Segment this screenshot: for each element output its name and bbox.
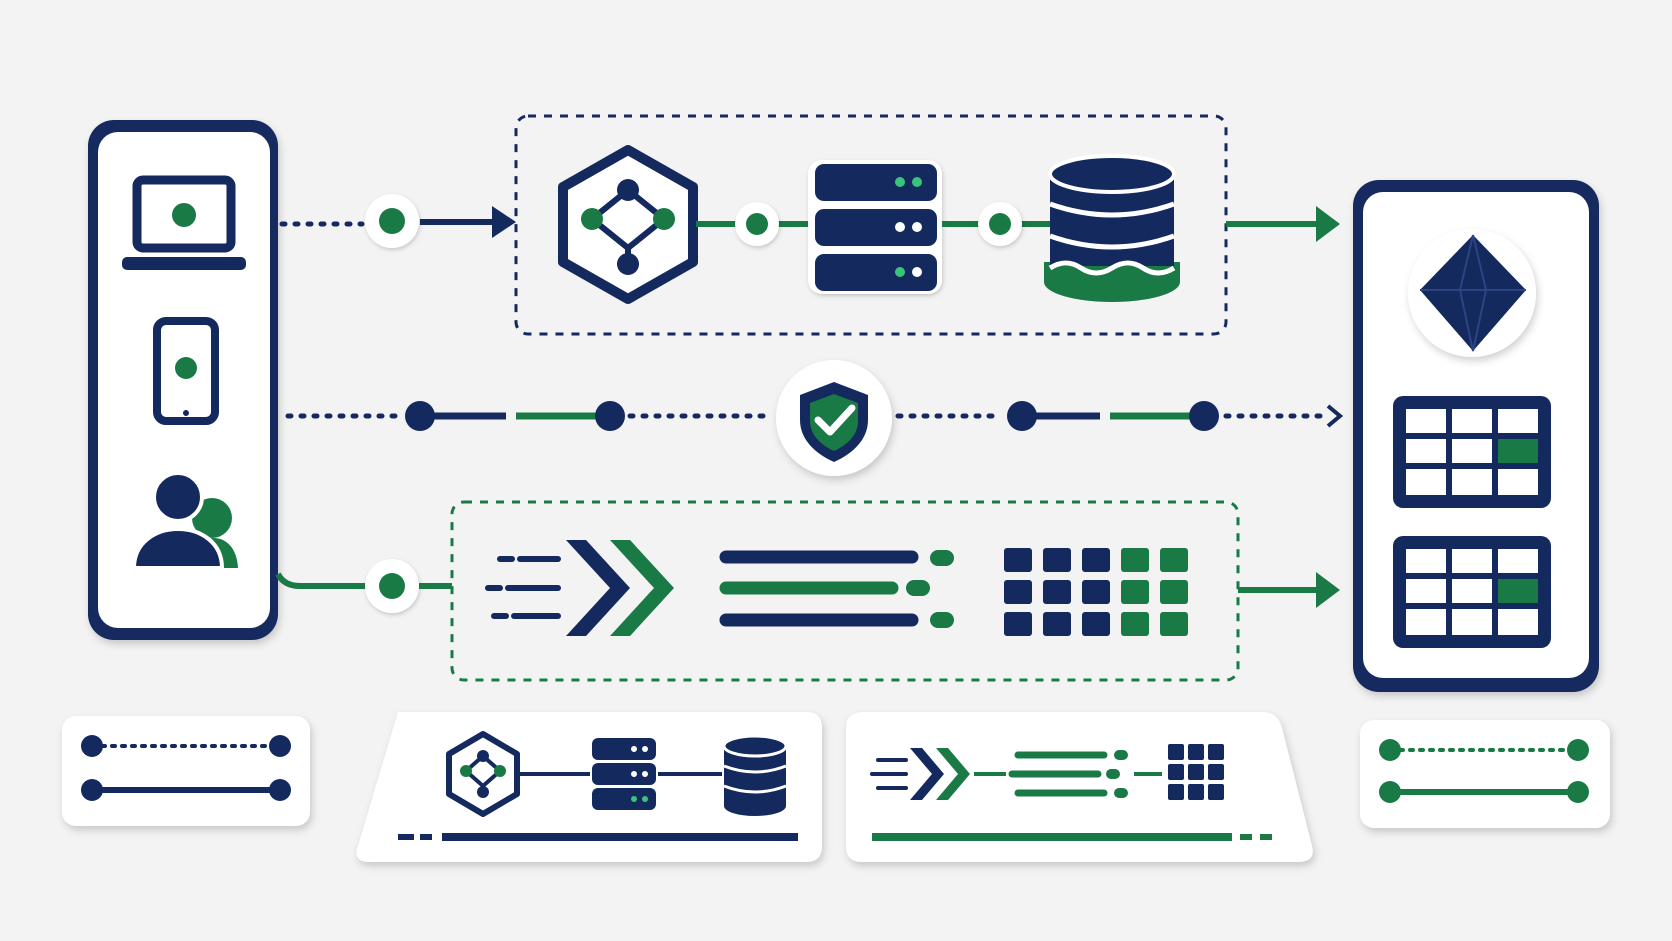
batch-summary-legend: [356, 712, 822, 862]
batch-flow: [279, 114, 1340, 336]
table-grid-icon: [1393, 396, 1551, 508]
stream-group-box: [450, 500, 1240, 682]
fast-forward-icon: [870, 748, 970, 800]
network-graph-icon: [558, 145, 698, 304]
server-stack-icon: [808, 160, 942, 294]
list-lines-icon: [1008, 750, 1128, 798]
green-connector-legend: [1360, 720, 1610, 828]
destination-panel: [1353, 180, 1599, 692]
database-icon: [722, 734, 788, 816]
diamond-gem-icon: [1408, 229, 1536, 357]
smartphone-icon: [153, 317, 219, 425]
server-stack-icon: [592, 738, 656, 810]
fast-forward-icon: [485, 540, 674, 636]
stream-summary-legend: [846, 712, 1313, 862]
users-icon: [131, 471, 238, 570]
grid-blocks-icon: [1004, 548, 1188, 636]
database-icon: [1044, 154, 1180, 302]
navy-connector-legend: [62, 716, 310, 826]
table-grid-icon: [1393, 536, 1551, 648]
network-graph-icon: [446, 731, 520, 817]
sources-panel: [88, 120, 278, 640]
stream-flow: [275, 500, 1340, 682]
secure-flow: [285, 360, 1344, 476]
list-lines-icon: [719, 550, 954, 628]
laptop-icon: [122, 175, 246, 270]
grid-blocks-icon: [1168, 744, 1224, 800]
shield-check-icon: [776, 360, 892, 476]
